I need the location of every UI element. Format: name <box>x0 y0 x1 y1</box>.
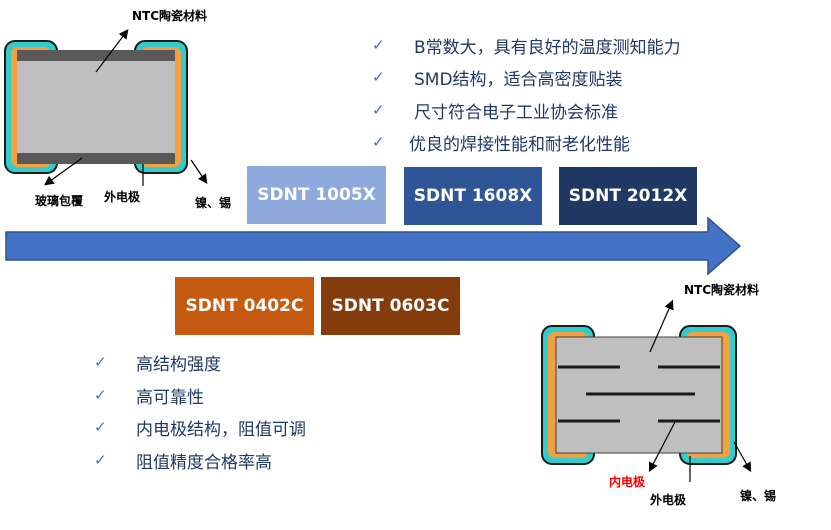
check-icon: ✓ <box>372 101 385 119</box>
product-sdnt-1005x: SDNT 1005X <box>247 166 386 224</box>
bottom-feature-3: 内电极结构，阻值可调 <box>136 420 306 440</box>
bottom-inner-electrode-label: 内电极 <box>609 475 646 489</box>
product-sdnt-0402c: SDNT 0402C <box>175 277 314 335</box>
top-feature-1: B常数大，具有良好的温度测知能力 <box>414 38 681 58</box>
check-icon: ✓ <box>94 451 107 469</box>
ceramic-body <box>17 50 175 164</box>
glass-pointer <box>44 157 83 186</box>
top-plating-label: 镍、锡 <box>195 196 232 210</box>
multilayer-chip-diagram <box>541 299 752 482</box>
top-ntc-label: NTC陶瓷材料 <box>132 9 208 23</box>
top-outer-electrode-label: 外电极 <box>104 190 141 204</box>
top-feature-2: SMD结构，适合高密度贴装 <box>414 70 623 90</box>
bottom-feature-2: 高可靠性 <box>136 388 204 408</box>
top-feature-4: 优良的焊接性能和耐老化性能 <box>409 135 630 155</box>
glass-top-layer <box>17 50 175 61</box>
top-glass-label: 玻璃包覆 <box>35 194 84 208</box>
bottom-feature-1: 高结构强度 <box>136 355 221 375</box>
ntc-pointer <box>95 29 129 73</box>
glass-coated-chip-diagram <box>4 29 208 186</box>
bottom-feature-4: 阻值精度合格率高 <box>136 453 272 473</box>
product-sdnt-1608x: SDNT 1608X <box>404 167 542 225</box>
top-feature-3: 尺寸符合电子工业协会标准 <box>414 103 618 123</box>
check-icon: ✓ <box>372 133 385 151</box>
product-sdnt-2012x: SDNT 2012X <box>559 167 697 225</box>
check-icon: ✓ <box>94 386 107 404</box>
check-icon: ✓ <box>94 418 107 436</box>
glass-bottom-layer <box>17 153 175 164</box>
plating-pointer <box>190 159 208 184</box>
bottom-plating-label: 镍、锡 <box>740 489 777 503</box>
check-icon: ✓ <box>372 36 385 54</box>
product-sdnt-0603c: SDNT 0603C <box>321 277 460 335</box>
bottom-outer-electrode-label: 外电极 <box>650 493 687 507</box>
check-icon: ✓ <box>94 353 107 371</box>
timeline-arrow <box>5 216 742 276</box>
check-icon: ✓ <box>372 68 385 86</box>
bottom-ntc-label: NTC陶瓷材料 <box>684 283 760 297</box>
